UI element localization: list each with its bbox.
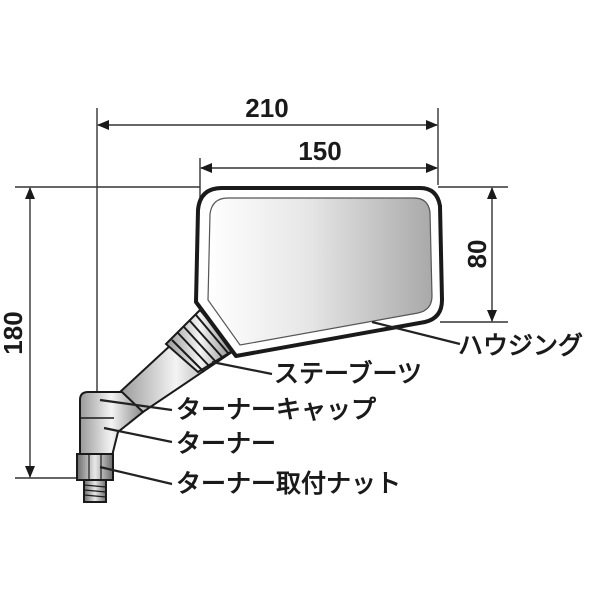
label-turner-nut: ターナー取付ナット [176, 469, 401, 498]
leader-lines [99, 320, 461, 486]
dim-label-80: 80 [462, 240, 492, 269]
dim-label-180: 180 [0, 311, 28, 354]
turner-cap [79, 391, 145, 457]
mirror-housing [194, 186, 444, 358]
label-turner-cap: ターナーキャップ [176, 395, 377, 424]
turner-nut [76, 453, 114, 503]
dimension-arrows [25, 120, 497, 478]
label-housing: ハウジング [458, 331, 583, 360]
label-turner: ターナー [176, 429, 276, 458]
dim-label-150: 150 [298, 136, 341, 166]
label-stay-boot: ステーブーツ [274, 359, 422, 388]
extension-lines [15, 108, 508, 479]
dim-label-210: 210 [245, 93, 288, 123]
mirror-glass [207, 197, 433, 346]
